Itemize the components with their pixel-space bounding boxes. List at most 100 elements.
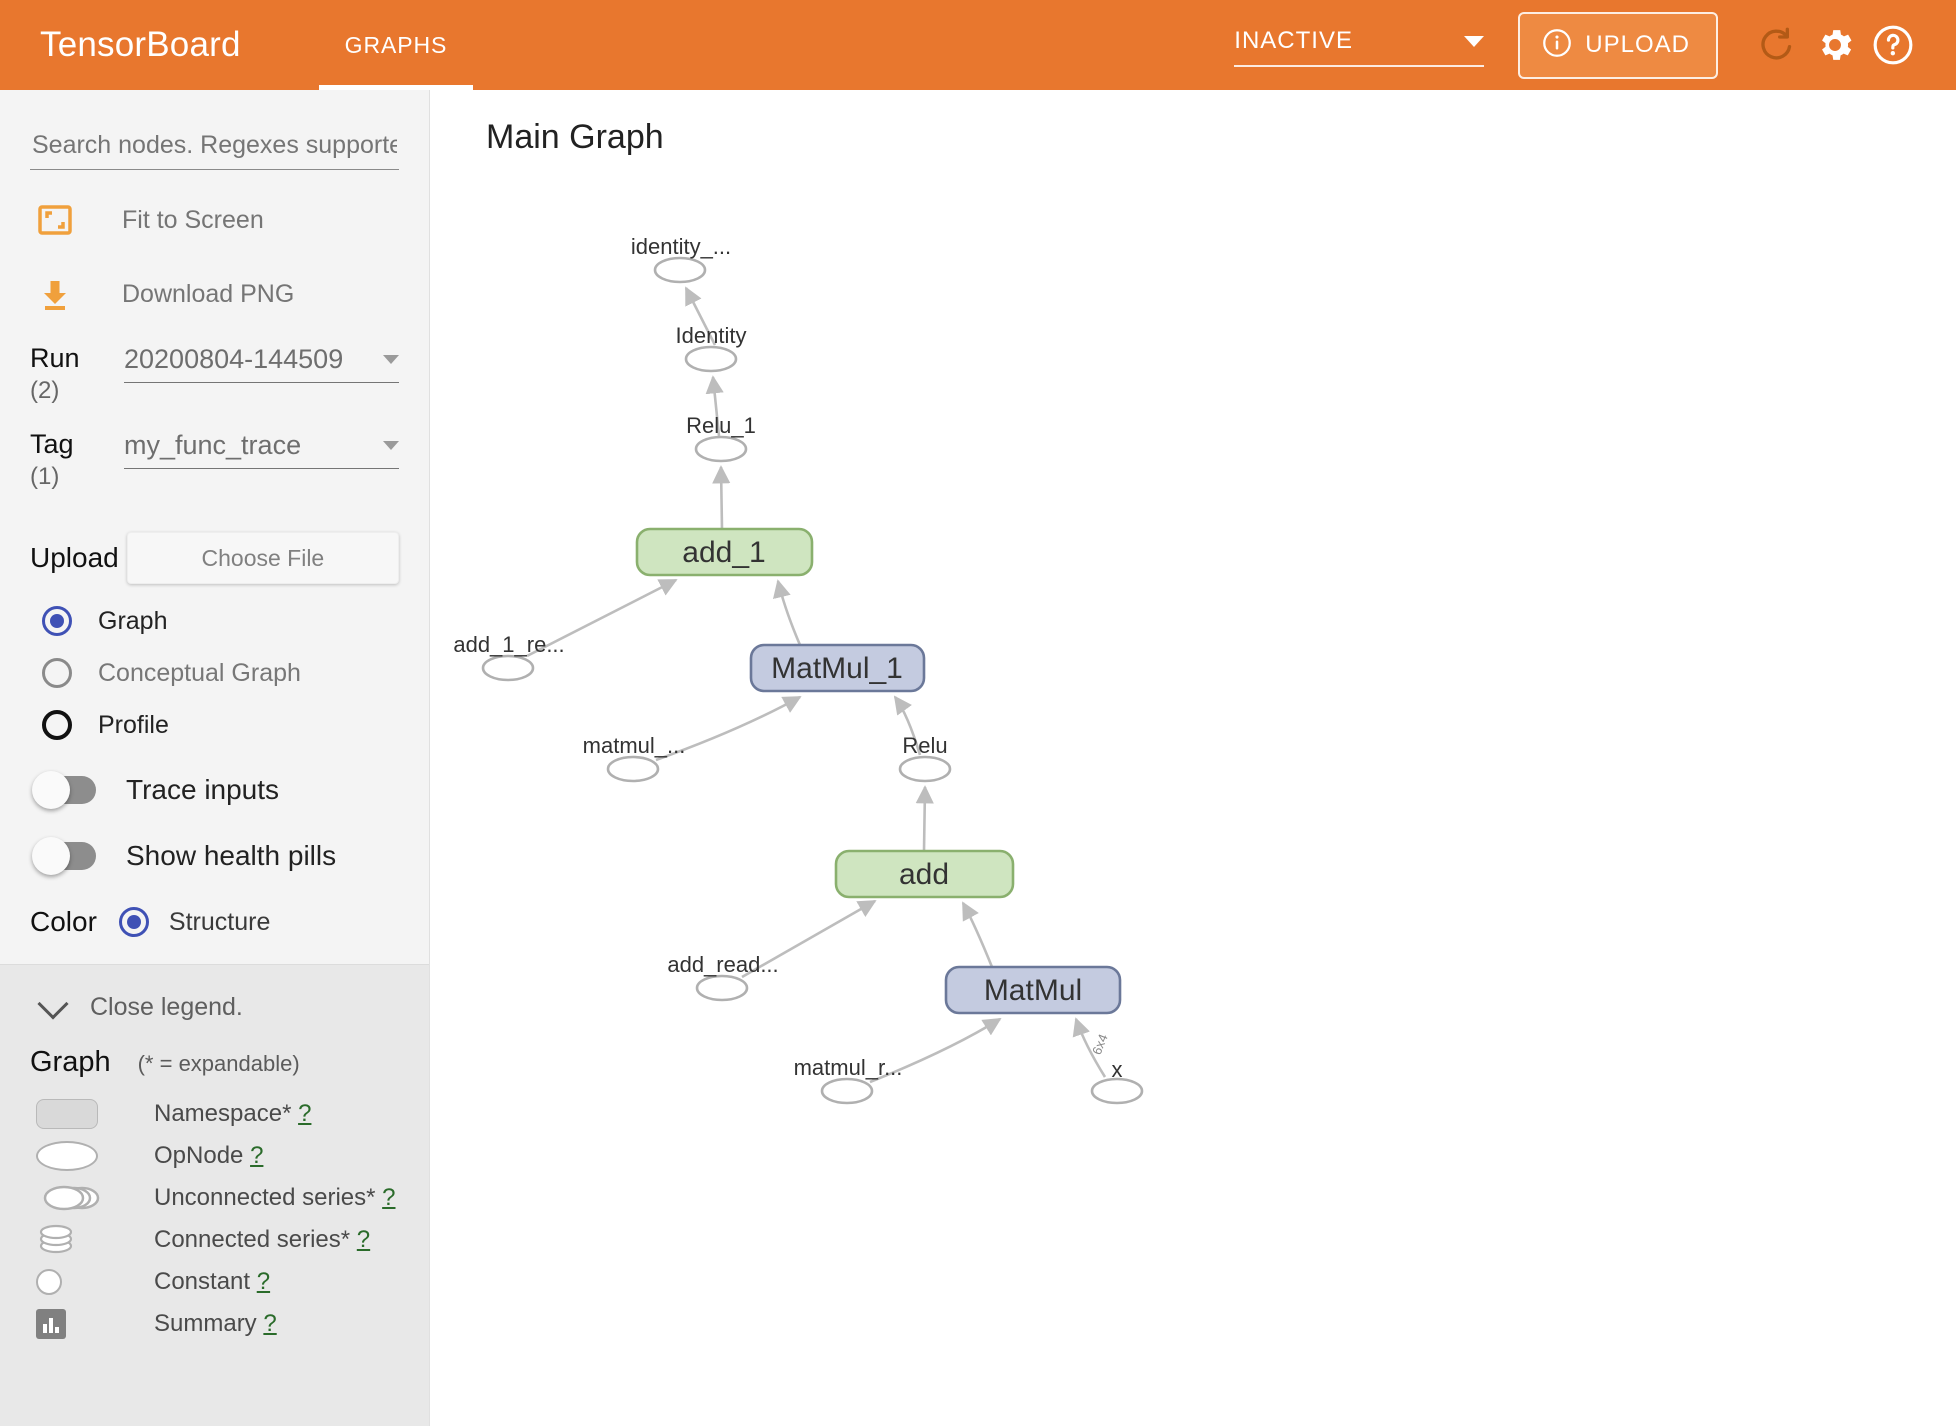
run-label: Run bbox=[30, 343, 80, 373]
graph-canvas[interactable]: Main Graph bbox=[431, 90, 1956, 1426]
edge-add-to-relu bbox=[915, 785, 934, 852]
edge-addread1-to-add1 bbox=[526, 578, 678, 658]
tag-dropdown[interactable]: my_func_trace bbox=[124, 430, 399, 470]
toggle-trace-inputs[interactable]: Trace inputs bbox=[30, 771, 399, 810]
radio-conceptual-graph-label: Conceptual Graph bbox=[98, 658, 301, 687]
help-link-opnode[interactable]: ? bbox=[250, 1142, 264, 1170]
run-dropdown[interactable]: 20200804-144509 bbox=[124, 344, 399, 383]
tag-field-label-group: Tag (1) bbox=[30, 429, 124, 490]
graph-group-nodes[interactable] bbox=[635, 527, 1122, 1015]
upload-button[interactable]: UPLOAD bbox=[1518, 11, 1718, 79]
legend-label-namespace: Namespace* bbox=[154, 1100, 292, 1128]
help-link-constant[interactable]: ? bbox=[256, 1268, 271, 1296]
edge-x-to-matmul bbox=[1072, 1017, 1107, 1078]
summary-swatch-icon bbox=[30, 1309, 116, 1340]
graph-edges bbox=[526, 286, 1107, 1084]
radio-structure-indicator[interactable] bbox=[118, 907, 149, 938]
help-link-connected-series[interactable]: ? bbox=[356, 1226, 371, 1254]
label-add_1_readvariableop: add_1_re... bbox=[453, 632, 564, 657]
tab-graphs[interactable]: GRAPHS bbox=[318, 0, 474, 90]
radio-graph[interactable]: Graph bbox=[30, 606, 399, 637]
legend-item-connected-series: Connected series* ? bbox=[30, 1219, 399, 1261]
label-x: x bbox=[1112, 1057, 1123, 1082]
node-x bbox=[1090, 1077, 1144, 1105]
chevron-down-icon bbox=[383, 355, 399, 364]
refresh-icon[interactable] bbox=[1748, 16, 1806, 74]
edge-matmulread1-to-matmul1 bbox=[655, 695, 802, 762]
chevron-down-icon bbox=[37, 988, 69, 1020]
edge-addread-to-add bbox=[741, 899, 877, 979]
namespace-swatch-icon bbox=[30, 1099, 116, 1130]
legend-label-constant: Constant bbox=[154, 1268, 251, 1296]
opnode-swatch-icon bbox=[30, 1141, 116, 1172]
graph-op-nodes[interactable] bbox=[481, 256, 1144, 1105]
color-setting: Color Structure bbox=[30, 906, 399, 938]
radio-profile[interactable]: Profile bbox=[30, 710, 399, 741]
node-identity_1 bbox=[653, 256, 707, 284]
tag-value: my_func_trace bbox=[124, 430, 302, 461]
node-Identity bbox=[684, 345, 738, 373]
legend-label-opnode: OpNode bbox=[154, 1142, 244, 1170]
legend-item-summary: Summary ? bbox=[30, 1303, 399, 1345]
gear-icon[interactable] bbox=[1806, 16, 1864, 74]
edge-relu-to-matmul1 bbox=[893, 695, 922, 756]
node-matmul_readvariableop bbox=[820, 1077, 874, 1105]
download-png-label: Download PNG bbox=[122, 279, 295, 308]
edge-matmulread-to-matmul bbox=[869, 1017, 1002, 1084]
edge-matmul-to-add bbox=[961, 901, 994, 968]
run-count: (2) bbox=[30, 376, 60, 404]
fit-to-screen-icon bbox=[30, 205, 80, 235]
toggle-show-health-pills-label: Show health pills bbox=[126, 840, 337, 872]
unconnected-series-swatch-icon bbox=[30, 1181, 116, 1215]
label-add_readvariableop: add_read... bbox=[667, 952, 778, 977]
help-link-namespace[interactable]: ? bbox=[298, 1100, 312, 1128]
fit-to-screen-label: Fit to Screen bbox=[122, 205, 264, 234]
toggle-show-health-pills[interactable]: Show health pills bbox=[30, 837, 399, 876]
node-Relu bbox=[898, 755, 952, 783]
radio-structure-label: Structure bbox=[168, 907, 271, 936]
help-icon[interactable] bbox=[1864, 16, 1922, 74]
color-label: Color bbox=[30, 906, 97, 938]
label-matmul_1_readvariableop: matmul_... bbox=[583, 733, 686, 758]
chevron-down-icon bbox=[383, 441, 399, 451]
toggle-trace-inputs-label: Trace inputs bbox=[126, 774, 280, 806]
legend-header: Graph (* = expandable) bbox=[30, 1046, 399, 1079]
choose-file-button[interactable]: Choose File bbox=[126, 532, 399, 585]
radio-graph-indicator bbox=[42, 606, 72, 637]
upload-field: Upload Choose File bbox=[30, 532, 399, 585]
label-MatMul_1: MatMul_1 bbox=[771, 652, 903, 685]
radio-conceptual-graph[interactable]: Conceptual Graph bbox=[30, 658, 399, 689]
constant-swatch-icon bbox=[30, 1269, 116, 1296]
search-input[interactable] bbox=[30, 130, 399, 161]
edge-relu1-to-identity bbox=[705, 375, 724, 437]
radio-profile-label: Profile bbox=[98, 710, 169, 739]
legend-item-unconnected-series: Unconnected series* ? bbox=[30, 1177, 399, 1219]
run-state-label: INACTIVE bbox=[1234, 27, 1353, 54]
legend-title: Graph bbox=[30, 1046, 111, 1079]
label-matmul_readvariableop: matmul_r... bbox=[794, 1055, 903, 1080]
node-add bbox=[834, 849, 1015, 899]
download-png-button[interactable]: Download PNG bbox=[30, 270, 399, 318]
legend-item-namespace: Namespace* ? bbox=[30, 1093, 399, 1135]
radio-graph-label: Graph bbox=[98, 606, 168, 635]
tab-graphs-label: GRAPHS bbox=[344, 31, 448, 58]
run-state-dropdown[interactable]: INACTIVE bbox=[1234, 27, 1485, 67]
help-link-unconnected-series[interactable]: ? bbox=[382, 1184, 396, 1212]
run-field-label-group: Run (2) bbox=[30, 343, 124, 404]
close-legend-button[interactable]: Close legend. bbox=[30, 988, 399, 1022]
tag-label: Tag bbox=[30, 429, 74, 460]
tag-field: Tag (1) my_func_trace bbox=[30, 429, 399, 490]
graph-svg[interactable]: identity_... Identity Relu_1 add_1 add_1… bbox=[431, 90, 1956, 1426]
app-header: TensorBoard GRAPHS INACTIVE UPLOAD bbox=[0, 0, 1956, 90]
label-MatMul: MatMul bbox=[984, 974, 1082, 1007]
upload-label: Upload bbox=[30, 542, 119, 574]
legend-label-connected-series: Connected series* bbox=[154, 1226, 351, 1254]
sidebar: Fit to Screen Download PNG Run (2) 20200… bbox=[0, 90, 430, 1426]
node-add_1_readvariableop bbox=[481, 654, 535, 682]
download-icon bbox=[30, 277, 80, 311]
help-link-summary[interactable]: ? bbox=[263, 1310, 277, 1338]
legend-label-summary: Summary bbox=[154, 1310, 257, 1338]
close-legend-label: Close legend. bbox=[90, 993, 243, 1022]
graph-node-labels: identity_... Identity Relu_1 add_1 add_1… bbox=[453, 234, 1122, 1082]
fit-to-screen-button[interactable]: Fit to Screen bbox=[30, 196, 399, 244]
